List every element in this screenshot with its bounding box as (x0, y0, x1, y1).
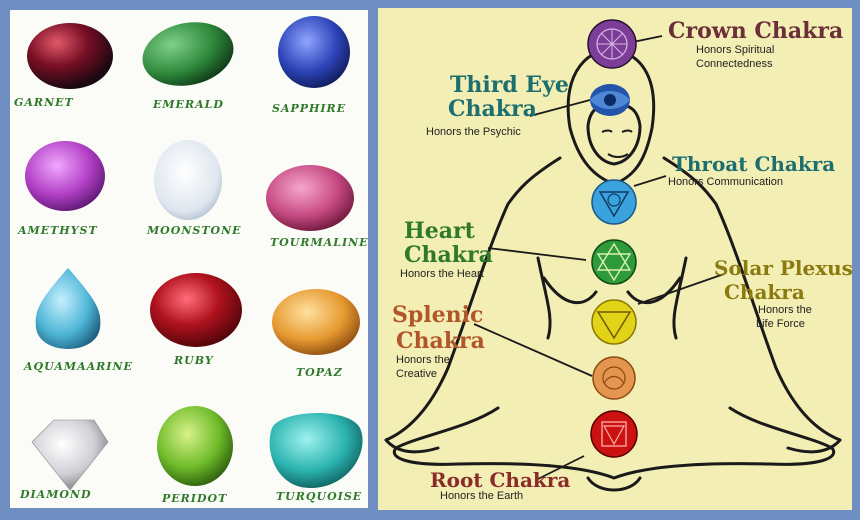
gem-label-ruby: RUBY (174, 354, 214, 367)
heart-chakra-title-2: Chakra (404, 242, 493, 268)
chakra-panel: Crown Chakra Honors Spiritual Connectedn… (378, 8, 853, 510)
splenic-chakra-title-2: Chakra (396, 328, 485, 354)
gem-label-peridot: PERIDOT (162, 492, 228, 505)
diamond-gem (31, 419, 109, 491)
gemstone-panel: GARNET EMERALD SAPPHIRE AMETHYST MOONSTO… (10, 10, 368, 508)
root-chakra-symbol (590, 410, 638, 458)
third-eye-chakra-title-1: Third Eye (450, 72, 569, 98)
gem-label-diamond: DIAMOND (20, 488, 92, 501)
face (601, 129, 633, 158)
gem-label-turquoise: TURQUOISE (276, 490, 363, 503)
gem-label-sapphire: SAPPHIRE (272, 102, 347, 115)
solar-plexus-chakra-subtitle-1: Honors the (758, 304, 812, 316)
gem-label-amethyst: AMETHYST (18, 224, 98, 237)
amethyst-gem (25, 141, 105, 211)
splenic-chakra-subtitle-2: Creative (396, 368, 437, 380)
crown-chakra-title: Crown Chakra (668, 18, 844, 44)
crown-chakra-symbol (587, 19, 637, 69)
splenic-chakra-title-1: Splenic (392, 302, 484, 328)
third-eye-chakra-subtitle: Honors the Psychic (426, 126, 521, 138)
heart-chakra-symbol (591, 239, 637, 285)
third-eye-chakra-title-2: Chakra (448, 96, 537, 122)
throat-chakra-subtitle: Honors Communication (668, 176, 783, 188)
tourmaline-gem (266, 165, 354, 231)
third-eye-chakra-symbol (590, 84, 630, 116)
throat-chakra-title: Throat Chakra (672, 152, 836, 176)
heart-chakra-subtitle: Honors the Heart (400, 268, 484, 280)
gem-label-moonstone: MOONSTONE (147, 224, 242, 237)
crown-chakra-subtitle-2: Connectedness (696, 58, 773, 70)
heart-chakra-title-1: Heart (404, 218, 475, 244)
solar-plexus-chakra-title-2: Chakra (724, 280, 805, 304)
gem-label-tourmaline: TOURMALINE (270, 236, 369, 249)
solar-plexus-chakra-title-1: Solar Plexus (714, 256, 853, 280)
gemstone-shapes (25, 16, 363, 491)
peridot-gem (157, 406, 233, 486)
emerald-gem (142, 22, 234, 86)
sapphire-gem (278, 16, 350, 88)
gem-label-garnet: GARNET (14, 96, 74, 109)
aquamarine-gem (35, 268, 101, 349)
topaz-gem (272, 289, 360, 355)
moonstone-gem (154, 140, 222, 220)
gem-label-topaz: TOPAZ (296, 366, 343, 379)
ruby-gem (150, 273, 242, 347)
gem-label-emerald: EMERALD (153, 98, 224, 111)
throat-chakra-symbol (591, 179, 637, 225)
solar-plexus-chakra-symbol (591, 299, 637, 345)
solar-plexus-chakra-subtitle-2: Life Force (756, 318, 805, 330)
root-chakra-title: Root Chakra (430, 468, 571, 492)
garnet-gem (27, 23, 113, 89)
splenic-chakra-symbol (592, 356, 636, 400)
root-chakra-subtitle: Honors the Earth (440, 490, 524, 502)
splenic-chakra-subtitle-1: Honors the (396, 354, 450, 366)
chakra-figure (384, 19, 842, 492)
crown-chakra-subtitle-1: Honors Spiritual (696, 44, 775, 56)
gem-label-aquamaarine: AQUAMAARINE (24, 360, 133, 373)
meditating-figure-outline (384, 48, 842, 492)
leader-lines (473, 35, 725, 481)
turquoise-gem (269, 412, 363, 488)
